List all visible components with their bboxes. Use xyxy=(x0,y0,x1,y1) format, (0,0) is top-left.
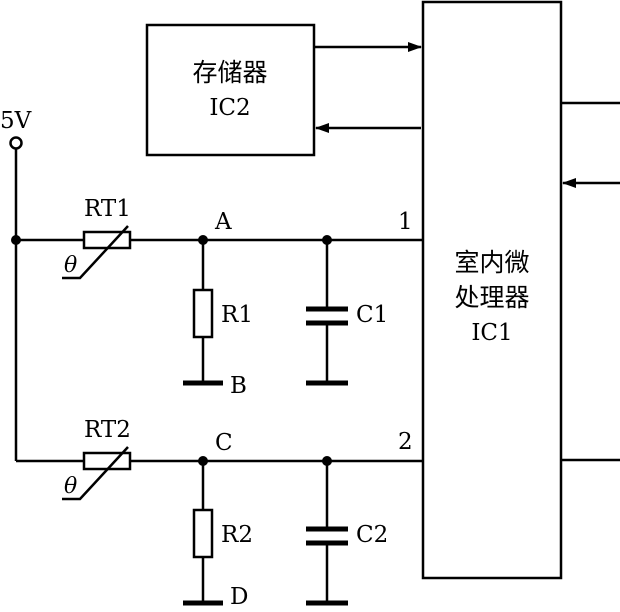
junction-dot xyxy=(322,456,332,466)
memory-title: 存储器 xyxy=(192,58,267,87)
memory-ic2-box xyxy=(145,23,316,157)
node-d-label: D xyxy=(230,584,248,607)
mcu-ic1-box xyxy=(421,0,563,580)
thermistor-rt2-slash xyxy=(62,446,129,501)
node-a-label: A xyxy=(214,209,232,235)
mcu-title-line2: 处理器 xyxy=(454,283,529,312)
mcu-id: IC1 xyxy=(471,320,512,346)
thermistor-rt1-label: RT1 xyxy=(84,196,131,222)
thermistor-rt1 xyxy=(82,230,132,250)
resistor-r1-label: R1 xyxy=(221,302,253,328)
junction-dot xyxy=(322,235,332,245)
thermistor-rt1-theta: θ xyxy=(64,253,77,278)
supply-terminal xyxy=(9,136,23,150)
resistor-r2 xyxy=(192,508,214,559)
pin-1-label: 1 xyxy=(398,209,413,235)
thermistor-rt2-theta: θ xyxy=(64,474,77,499)
node-c-label: C xyxy=(215,430,233,456)
capacitor-c2-label: C2 xyxy=(356,522,388,548)
supply-label: 5V xyxy=(0,108,32,134)
resistor-r1 xyxy=(192,288,214,339)
memory-id: IC2 xyxy=(209,95,250,121)
junction-dot xyxy=(198,235,208,245)
thermistor-rt1-slash xyxy=(62,225,129,280)
thermistor-rt2 xyxy=(82,451,132,471)
junction-dot xyxy=(198,456,208,466)
node-b-label: B xyxy=(230,373,247,399)
junction-dot xyxy=(11,235,21,245)
pin-2-label: 2 xyxy=(398,429,413,455)
mcu-title-line1: 室内微 xyxy=(454,248,529,277)
capacitor-c1-label: C1 xyxy=(356,302,388,328)
thermistor-rt2-label: RT2 xyxy=(84,417,131,443)
resistor-r2-label: R2 xyxy=(221,522,253,548)
